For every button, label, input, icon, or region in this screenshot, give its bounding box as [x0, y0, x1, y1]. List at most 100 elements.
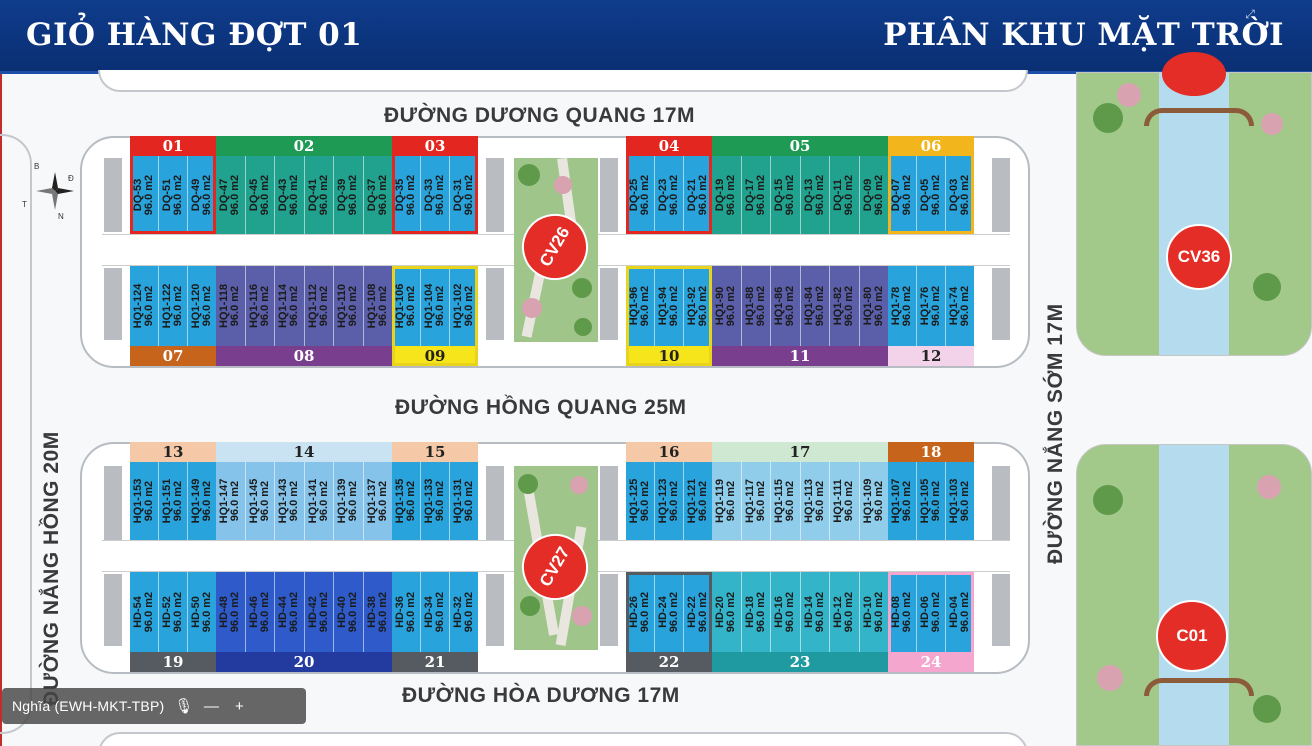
- participant-overlay[interactable]: Nghĩa (EWH-MKT-TBP) 🎙︎ — +: [2, 688, 306, 724]
- expand-icon[interactable]: ⤢: [1245, 7, 1255, 21]
- plus-icon[interactable]: +: [234, 697, 244, 715]
